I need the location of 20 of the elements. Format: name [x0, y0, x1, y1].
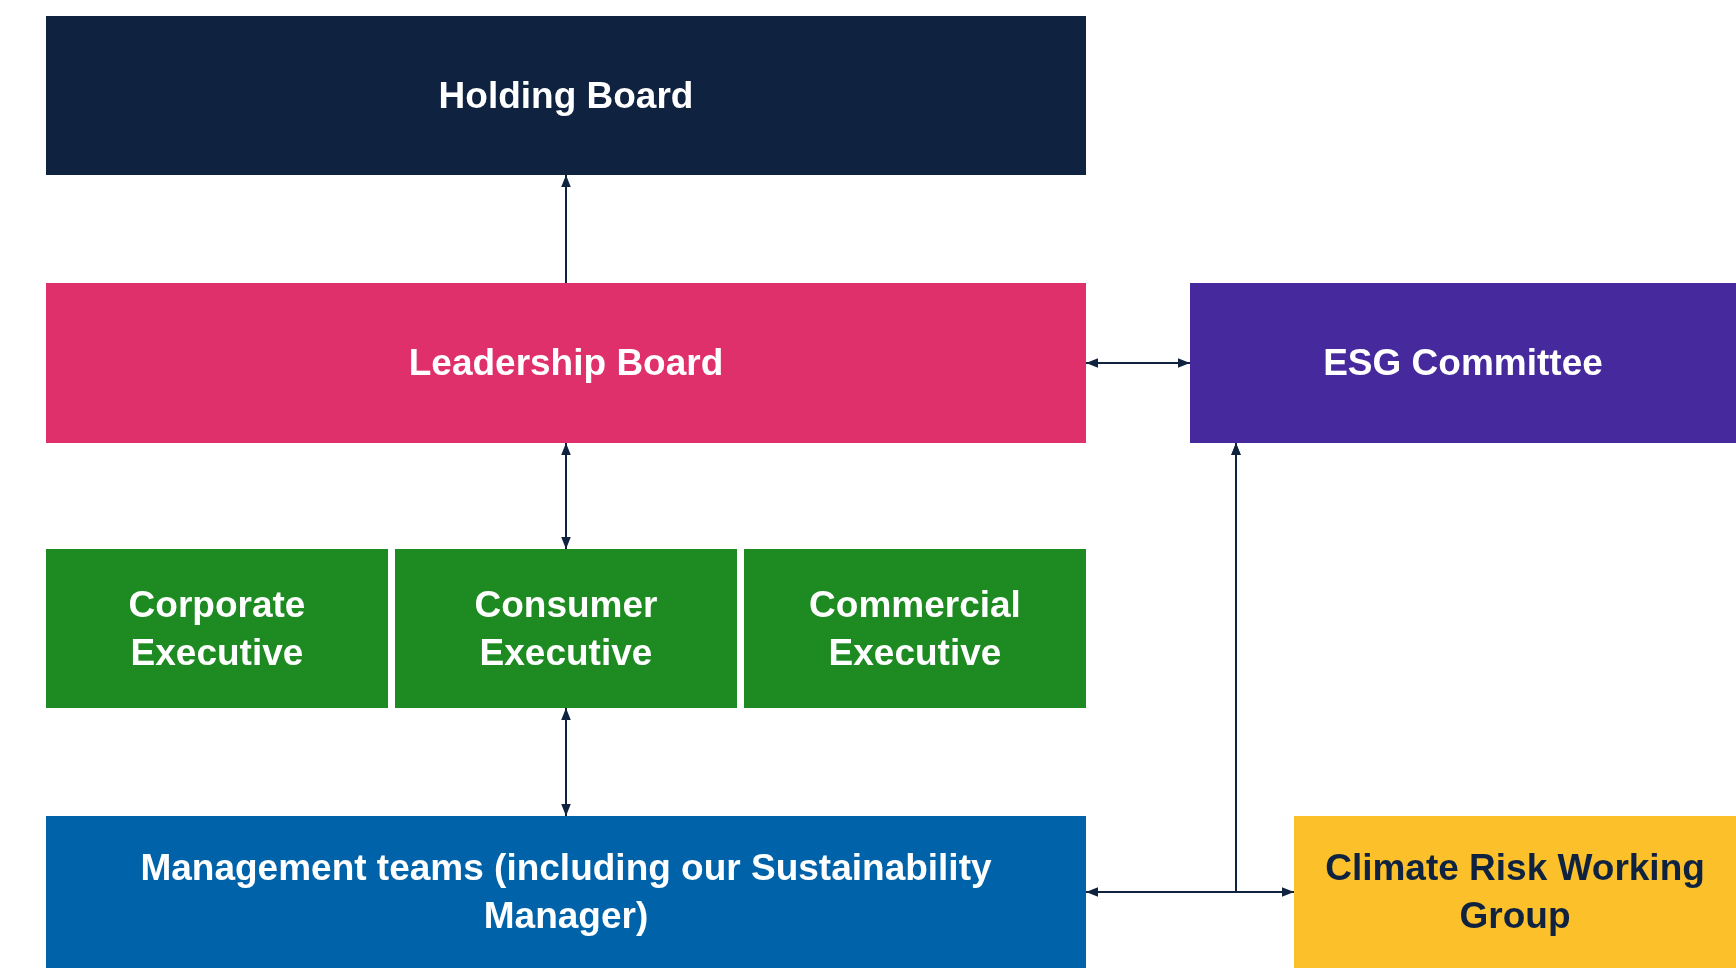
executive-box [46, 549, 388, 708]
box-label: Leadership Board [408, 341, 724, 385]
working-group-box [1294, 816, 1736, 968]
connector-arrow [561, 174, 571, 284]
board-box [46, 283, 1086, 443]
team-box [46, 816, 1086, 968]
box-label: Corporate Executive [127, 582, 307, 675]
box-label: Consumer Executive [473, 582, 659, 675]
connector-arrow [561, 707, 571, 817]
box-label: ESG Committee [1323, 341, 1603, 385]
box-label: Commercial Executive [808, 582, 1022, 675]
executive-box [744, 549, 1086, 708]
executive-box [395, 549, 737, 708]
connector-arrow [1085, 358, 1191, 368]
connector-arrow [561, 442, 571, 550]
box-label: Holding Board [438, 73, 694, 118]
box-label: Climate Risk Working Group [1324, 846, 1706, 938]
committee-box [1190, 283, 1736, 443]
board-box [46, 16, 1086, 175]
box-label: Management teams (including our Sustainability Manager) [139, 846, 993, 938]
